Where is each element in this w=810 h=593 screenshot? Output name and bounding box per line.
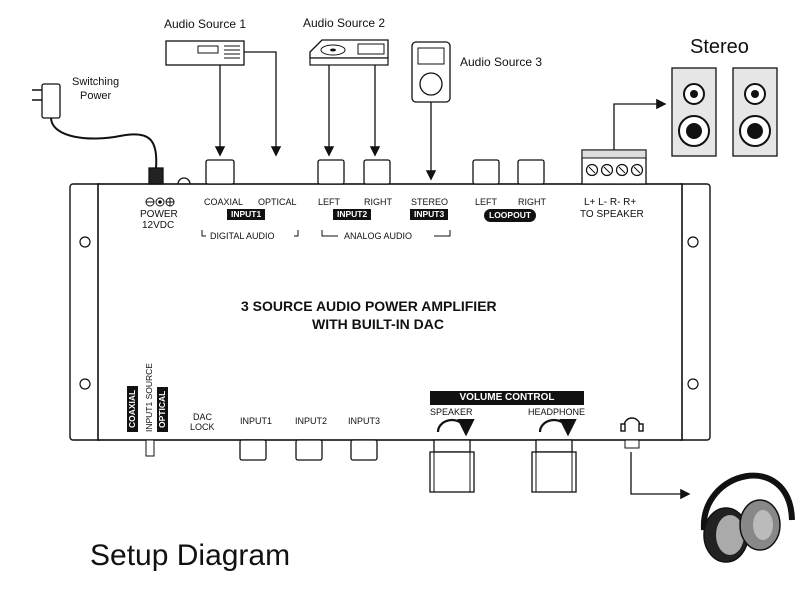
to-speaker-label: TO SPEAKER xyxy=(580,209,644,220)
audio-source-2-label: Audio Source 2 xyxy=(303,16,386,30)
power-voltage-label: 12VDC xyxy=(142,220,175,231)
volume-control-tag: VOLUME CONTROL xyxy=(430,391,584,405)
rear-stereo-label: STEREO xyxy=(411,197,449,207)
audio-source-1-label: Audio Source 1 xyxy=(164,17,247,31)
power-label: POWER xyxy=(140,209,178,220)
loop-right-label: RIGHT xyxy=(518,197,546,207)
loop-right-jack xyxy=(517,159,545,185)
input2-tag: INPUT2 xyxy=(333,209,372,220)
front-input1-label: INPUT1 xyxy=(240,416,273,426)
source1-optical-line xyxy=(244,51,282,157)
connection-lines xyxy=(214,51,691,500)
lock-label: LOCK xyxy=(190,422,215,432)
front-input3-label: INPUT3 xyxy=(348,416,381,426)
chassis xyxy=(97,183,683,441)
rear-optical-label: OPTICAL xyxy=(258,197,297,207)
amplifier-body xyxy=(69,183,711,441)
stereo-label: Stereo xyxy=(690,36,749,58)
dac-label: DAC xyxy=(193,412,213,422)
power-adapter xyxy=(32,83,158,169)
rear-left-label: LEFT xyxy=(318,197,341,207)
switching-power-label-line2: Power xyxy=(80,90,112,102)
front-input1-jack xyxy=(239,439,267,461)
mount-hole xyxy=(79,236,91,248)
speaker-terminal-labels: L+ L- R- R+ xyxy=(584,197,637,208)
front-input2-label: INPUT2 xyxy=(295,416,328,426)
stereo-speakers xyxy=(671,67,778,157)
audio-source-1-device xyxy=(165,40,245,66)
analog-audio-label: ANALOG AUDIO xyxy=(344,231,413,241)
power-jack xyxy=(148,167,164,185)
mount-hole xyxy=(79,378,91,390)
coaxial-jack xyxy=(205,159,235,185)
loop-left-label: LEFT xyxy=(475,197,498,207)
power-polarity-icon xyxy=(145,197,175,207)
speaker-volume-knob xyxy=(429,451,475,493)
right-jack xyxy=(363,159,391,185)
front-controls xyxy=(145,418,640,493)
rear-right-label: RIGHT xyxy=(364,197,392,207)
speaker-volume-label: SPEAKER xyxy=(430,407,473,417)
setup-diagram-title: Setup Diagram xyxy=(90,539,291,572)
headphones-icon xyxy=(700,472,795,563)
mount-hole xyxy=(687,236,699,248)
headphone-volume-knob xyxy=(531,451,577,493)
rear-jacks xyxy=(148,159,545,185)
input1-source-label: INPUT1 SOURCE xyxy=(144,363,154,432)
headphone-line xyxy=(630,452,691,500)
headphone-jack-icon xyxy=(620,417,644,432)
front-optical-tag: OPTICAL xyxy=(157,386,168,432)
front-input3-jack xyxy=(350,439,378,461)
audio-source-2-device xyxy=(309,39,389,66)
rear-coaxial-label: COAXIAL xyxy=(204,197,244,207)
switching-power-label-line1: Switching xyxy=(72,76,120,88)
product-title-line2: WITH BUILT-IN DAC xyxy=(312,316,444,332)
mount-hole xyxy=(687,378,699,390)
front-input2-jack xyxy=(295,439,323,461)
input1-tag: INPUT1 xyxy=(227,209,266,220)
headphone-volume-label: HEADPHONE xyxy=(528,407,586,417)
digital-audio-label: DIGITAL AUDIO xyxy=(210,231,275,241)
speaker-terminal xyxy=(581,149,647,185)
audio-source-3-device xyxy=(411,41,451,103)
loop-left-jack xyxy=(472,159,500,185)
speaker-line xyxy=(613,98,667,150)
left-jack xyxy=(317,159,345,185)
input3-tag: INPUT3 xyxy=(410,209,449,220)
front-coaxial-tag: COAXIAL xyxy=(127,385,138,432)
audio-source-3-label: Audio Source 3 xyxy=(460,55,543,69)
loopout-tag: LOOPOUT xyxy=(484,209,537,222)
group-brackets xyxy=(201,230,451,237)
product-title-line1: 3 SOURCE AUDIO POWER AMPLIFIER xyxy=(241,298,497,314)
